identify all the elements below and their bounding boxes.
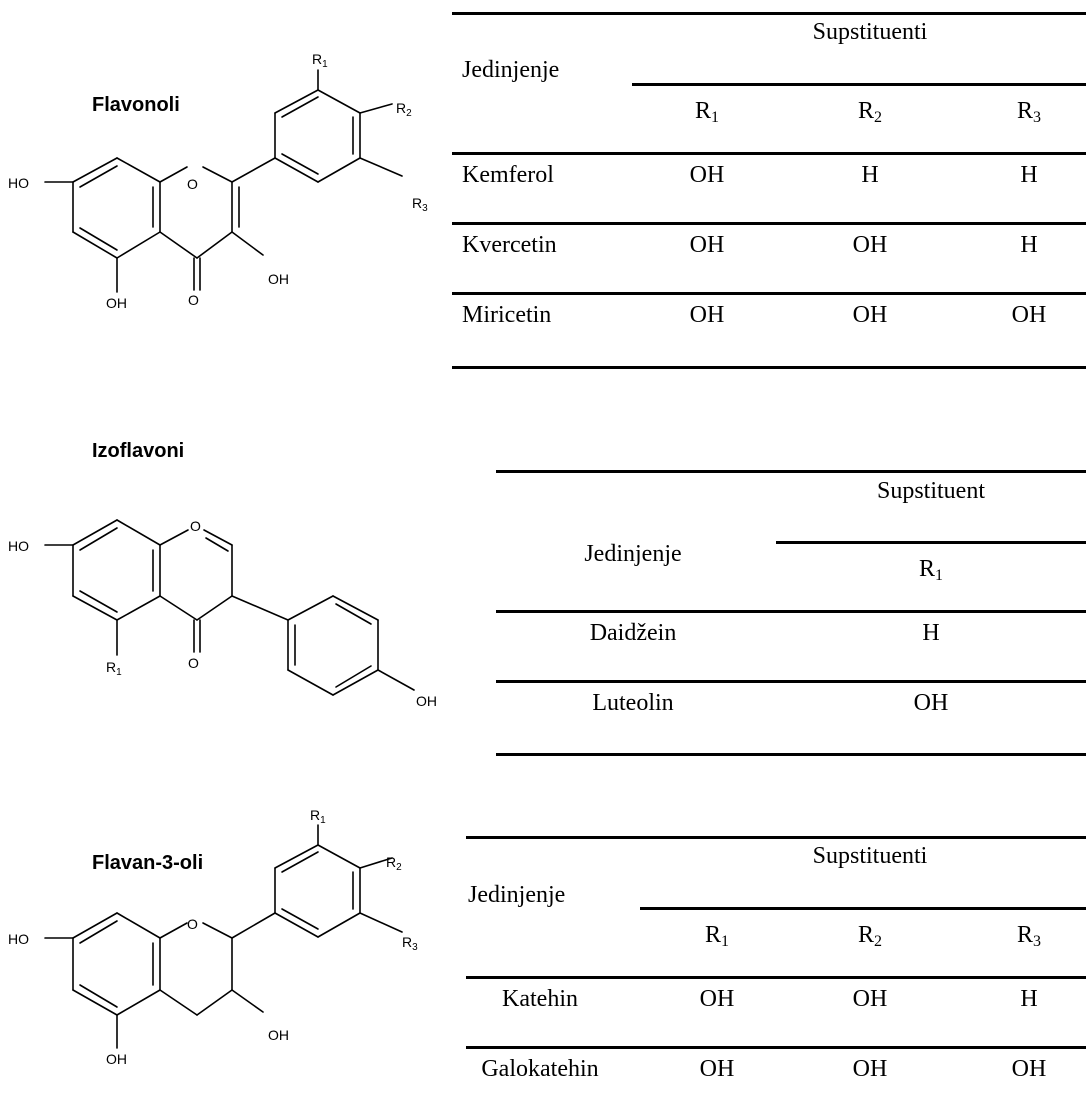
subcolumn-header-r2: R2: [857, 98, 883, 126]
subcolumn-header-r3: R3: [1016, 98, 1042, 126]
column-header-jedinjenje: Jedinjenje: [462, 57, 560, 83]
cell-r1: OH: [913, 690, 949, 716]
table-rule: [496, 753, 1086, 756]
subcolumn-header-r1: R1: [918, 556, 944, 584]
table-rule: [452, 366, 1086, 369]
flavonol-r2-label: R2: [396, 100, 412, 119]
column-header-jedinjenje: Jedinjenje: [584, 541, 682, 567]
cell-r1: H: [922, 620, 940, 646]
cell-r3: H: [1020, 232, 1038, 258]
subcolumn-header-r3: R3: [1016, 922, 1042, 950]
cell-r1: OH: [699, 1056, 735, 1082]
cell-r2: OH: [852, 302, 888, 328]
flavonol-ho-label: HO: [8, 175, 29, 191]
table-rule: [452, 12, 1086, 15]
isoflavone-r1-label: R1: [106, 659, 122, 678]
flavonol-5oh-label: OH: [106, 295, 127, 311]
cell-r1: OH: [689, 162, 725, 188]
flavanol-structure: HO O OH OH R1 R2 R3: [8, 807, 418, 1067]
flavanol-r3-label: R3: [402, 934, 418, 953]
cell-r2: OH: [852, 232, 888, 258]
flavonol-structure: HO O O OH OH R1 R2 R3: [8, 51, 428, 311]
table-rule: [496, 680, 1086, 683]
row-name: Kemferol: [462, 162, 554, 188]
flavan-3-oli-title: Flavan-3-oli: [92, 852, 204, 874]
isoflavone-structure: HO O O R1 OH: [8, 518, 437, 709]
cell-r1: OH: [689, 302, 725, 328]
cell-r3: H: [1020, 986, 1038, 1012]
table-rule: [466, 836, 1086, 839]
flavanol-r2-label: R2: [386, 854, 402, 873]
isoflavone-keto-o-label: O: [188, 655, 199, 671]
flavonol-r1-label: R1: [312, 51, 328, 70]
group-header-supstituenti: Supstituenti: [812, 19, 928, 45]
flavonol-r3-label: R3: [412, 195, 428, 214]
flavonol-ring-o-label: O: [187, 176, 198, 192]
table-rule: [466, 1046, 1086, 1049]
group-header-supstituent: Supstituent: [876, 478, 986, 504]
izoflavoni-title: Izoflavoni: [92, 440, 185, 462]
row-name: Daidžein: [589, 620, 677, 646]
flavonol-keto-o-label: O: [188, 292, 199, 308]
cell-r2: OH: [852, 986, 888, 1012]
cell-r3: OH: [1011, 1056, 1047, 1082]
cell-r1: OH: [699, 986, 735, 1012]
flavanol-5oh-label: OH: [106, 1051, 127, 1067]
subcolumn-header-r2: R2: [857, 922, 883, 950]
row-name: Katehin: [502, 986, 578, 1012]
flavanol-3oh-label: OH: [268, 1027, 289, 1043]
cell-r2: OH: [852, 1056, 888, 1082]
flavanol-ho-label: HO: [8, 931, 29, 947]
table-rule: [776, 541, 1086, 544]
cell-r3: OH: [1011, 302, 1047, 328]
table-rule: [640, 907, 1086, 910]
table-rule: [452, 292, 1086, 295]
flavonoli-title: Flavonoli: [92, 94, 180, 116]
isoflavone-ring-o-label: O: [190, 518, 201, 534]
row-name: Kvercetin: [462, 232, 557, 258]
row-name: Luteolin: [592, 690, 674, 716]
isoflavone-ho-label: HO: [8, 538, 29, 554]
column-header-jedinjenje: Jedinjenje: [468, 882, 566, 908]
subcolumn-header-r1: R1: [694, 98, 720, 126]
isoflavone-oh-label: OH: [416, 693, 437, 709]
row-name: Miricetin: [462, 302, 552, 328]
flavonol-3oh-label: OH: [268, 271, 289, 287]
cell-r2: H: [861, 162, 879, 188]
table-rule: [452, 222, 1086, 225]
group-header-supstituenti: Supstituenti: [812, 843, 928, 869]
table-rule: [466, 976, 1086, 979]
table-rule: [496, 610, 1086, 613]
row-name: Galokatehin: [481, 1056, 599, 1082]
cell-r3: H: [1020, 162, 1038, 188]
table-rule: [632, 83, 1086, 86]
flavanol-ring-o-label: O: [187, 916, 198, 932]
table-rule: [496, 470, 1086, 473]
table-rule: [452, 152, 1086, 155]
cell-r1: OH: [689, 232, 725, 258]
subcolumn-header-r1: R1: [704, 922, 730, 950]
flavanol-r1-label: R1: [310, 807, 326, 826]
